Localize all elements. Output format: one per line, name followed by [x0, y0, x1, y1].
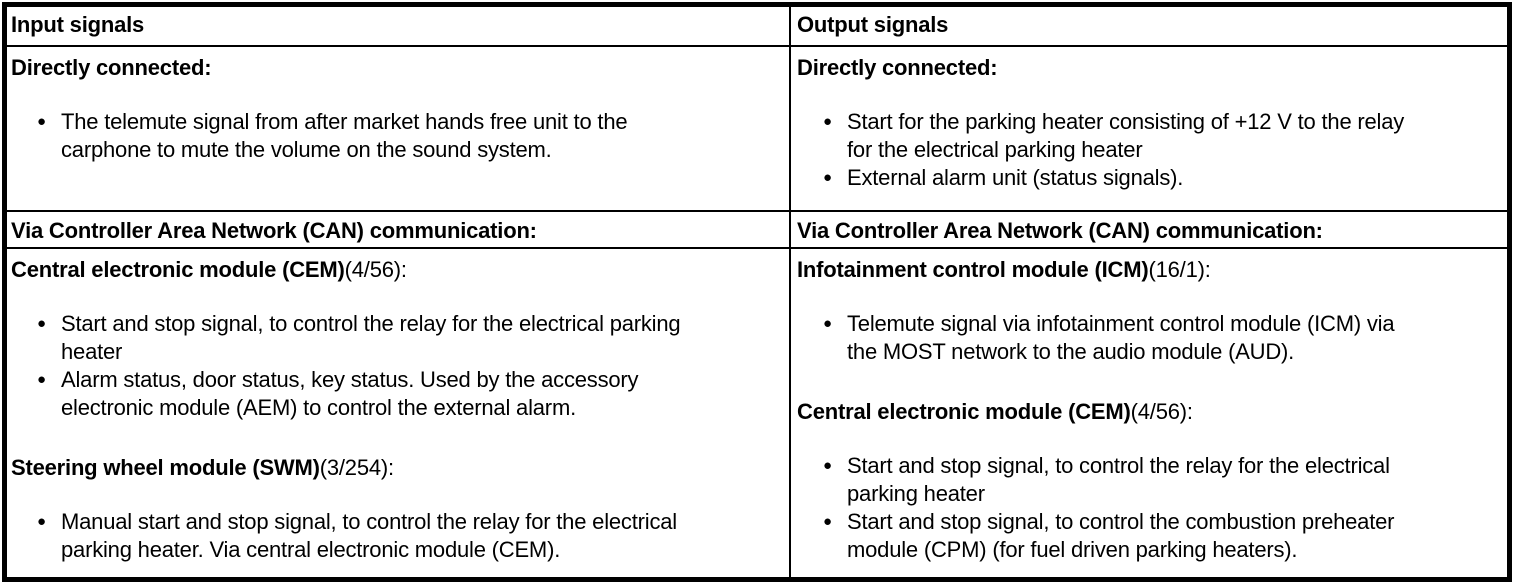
output-can-row-cell: Via Controller Area Network (CAN) commun… [791, 212, 1507, 249]
bullet-text: External alarm unit (status signals). [847, 165, 1184, 190]
bullet-item: ● Start and stop signal, to control the … [797, 452, 1501, 508]
bullet-icon: ● [823, 315, 832, 332]
io-signals-table: Input signals Output signals Directly co… [2, 2, 1512, 582]
can-communication-title: Via Controller Area Network (CAN) commun… [797, 218, 1323, 243]
bullet-icon: ● [823, 513, 832, 530]
module-ref: (3/254): [319, 455, 394, 480]
module-title-swm: Steering wheel module (SWM)(3/254): [11, 454, 783, 482]
bullet-icon: ● [37, 113, 46, 130]
input-directly-connected-cell: Directly connected: ● The telemute signa… [7, 47, 791, 212]
module-name: Central electronic module (CEM) [11, 257, 345, 282]
bullet-icon: ● [823, 113, 832, 130]
bullet-item: ● Start and stop signal, to control the … [11, 310, 783, 366]
can-communication-title: Via Controller Area Network (CAN) commun… [11, 218, 537, 243]
module-name: Steering wheel module (SWM) [11, 455, 320, 480]
module-title-cem: Central electronic module (CEM)(4/56): [11, 256, 783, 284]
bullet-icon: ● [37, 315, 46, 332]
bullet-text: Start and stop signal, to control the re… [61, 311, 681, 364]
bullet-text: Start for the parking heater consisting … [847, 109, 1405, 162]
bullet-item: ● External alarm unit (status signals). [797, 164, 1501, 192]
module-ref: (16/1): [1148, 257, 1211, 282]
bullet-icon: ● [823, 457, 832, 474]
input-modules-cell: Central electronic module (CEM)(4/56): ●… [7, 249, 791, 577]
module-title-icm: Infotainment control module (ICM)(16/1): [797, 256, 1501, 284]
bullet-text: Alarm status, door status, key status. U… [61, 367, 639, 420]
section-title-directly-connected: Directly connected: [797, 55, 998, 80]
bullet-item: ● The telemute signal from after market … [11, 108, 783, 164]
bullet-list: ● Telemute signal via infotainment contr… [797, 310, 1501, 366]
bullet-item: ● Start for the parking heater consistin… [797, 108, 1501, 164]
module-ref: (4/56): [1130, 399, 1193, 424]
section-title-directly-connected: Directly connected: [11, 55, 212, 80]
bullet-icon: ● [37, 371, 46, 388]
output-directly-connected-cell: Directly connected: ● Start for the park… [791, 47, 1507, 212]
bullet-item: ● Manual start and stop signal, to contr… [11, 508, 783, 564]
bullet-text: Start and stop signal, to control the re… [847, 453, 1390, 506]
bullet-list: ● The telemute signal from after market … [11, 108, 783, 164]
bullet-icon: ● [37, 513, 46, 530]
bullet-item: ● Start and stop signal, to control the … [797, 508, 1501, 564]
bullet-list: ● Start and stop signal, to control the … [11, 310, 783, 422]
module-title-cem: Central electronic module (CEM)(4/56): [797, 398, 1501, 426]
output-signals-header: Output signals [797, 12, 949, 37]
input-signals-header: Input signals [11, 12, 145, 37]
module-name: Infotainment control module (ICM) [797, 257, 1149, 282]
bullet-item: ● Telemute signal via infotainment contr… [797, 310, 1501, 366]
input-can-row-cell: Via Controller Area Network (CAN) commun… [7, 212, 791, 249]
bullet-list: ● Start for the parking heater consistin… [797, 108, 1501, 192]
bullet-icon: ● [823, 169, 832, 186]
bullet-text: Telemute signal via infotainment control… [847, 311, 1395, 364]
module-ref: (4/56): [344, 257, 407, 282]
module-name: Central electronic module (CEM) [797, 399, 1131, 424]
output-modules-cell: Infotainment control module (ICM)(16/1):… [791, 249, 1507, 577]
bullet-text: Start and stop signal, to control the co… [847, 509, 1395, 562]
bullet-list: ● Manual start and stop signal, to contr… [11, 508, 783, 564]
output-signals-header-cell: Output signals [791, 7, 1507, 47]
input-signals-header-cell: Input signals [7, 7, 791, 47]
bullet-list: ● Start and stop signal, to control the … [797, 452, 1501, 564]
bullet-text: Manual start and stop signal, to control… [61, 509, 677, 562]
bullet-text: The telemute signal from after market ha… [61, 109, 628, 162]
bullet-item: ● Alarm status, door status, key status.… [11, 366, 783, 422]
